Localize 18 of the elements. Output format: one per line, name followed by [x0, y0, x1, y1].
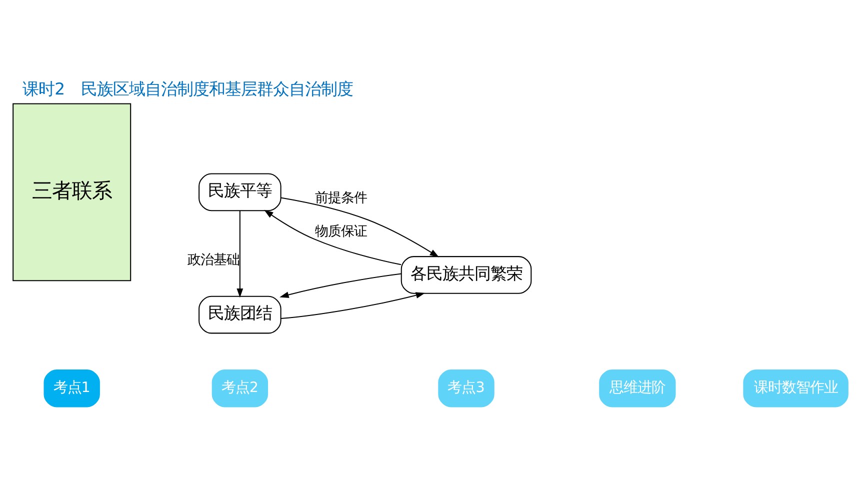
node-box: 民族平等: [198, 173, 281, 212]
diagram-title: 课时2 民族区域自治制度和基层群众自治制度: [22, 79, 353, 98]
edge-label: 物质保证: [314, 224, 367, 240]
arrow: [280, 197, 439, 258]
arrow: [280, 292, 425, 320]
node-box: 考点1: [43, 369, 100, 408]
arrow: [236, 210, 243, 298]
node-box: 各民族共同繁荣: [400, 256, 532, 294]
edge-label: 前提条件: [314, 190, 367, 206]
arrow: [279, 273, 401, 298]
node-box: 考点3: [438, 369, 494, 408]
node-box: 三者联系: [12, 103, 131, 282]
node-box: 民族团结: [198, 296, 281, 334]
node-box: 考点2: [211, 369, 268, 408]
arrow: [264, 210, 401, 266]
edge-label: 政治基础: [186, 253, 239, 268]
node-box: 课时数智作业: [742, 369, 848, 408]
node-box: 思维进阶: [598, 369, 676, 408]
